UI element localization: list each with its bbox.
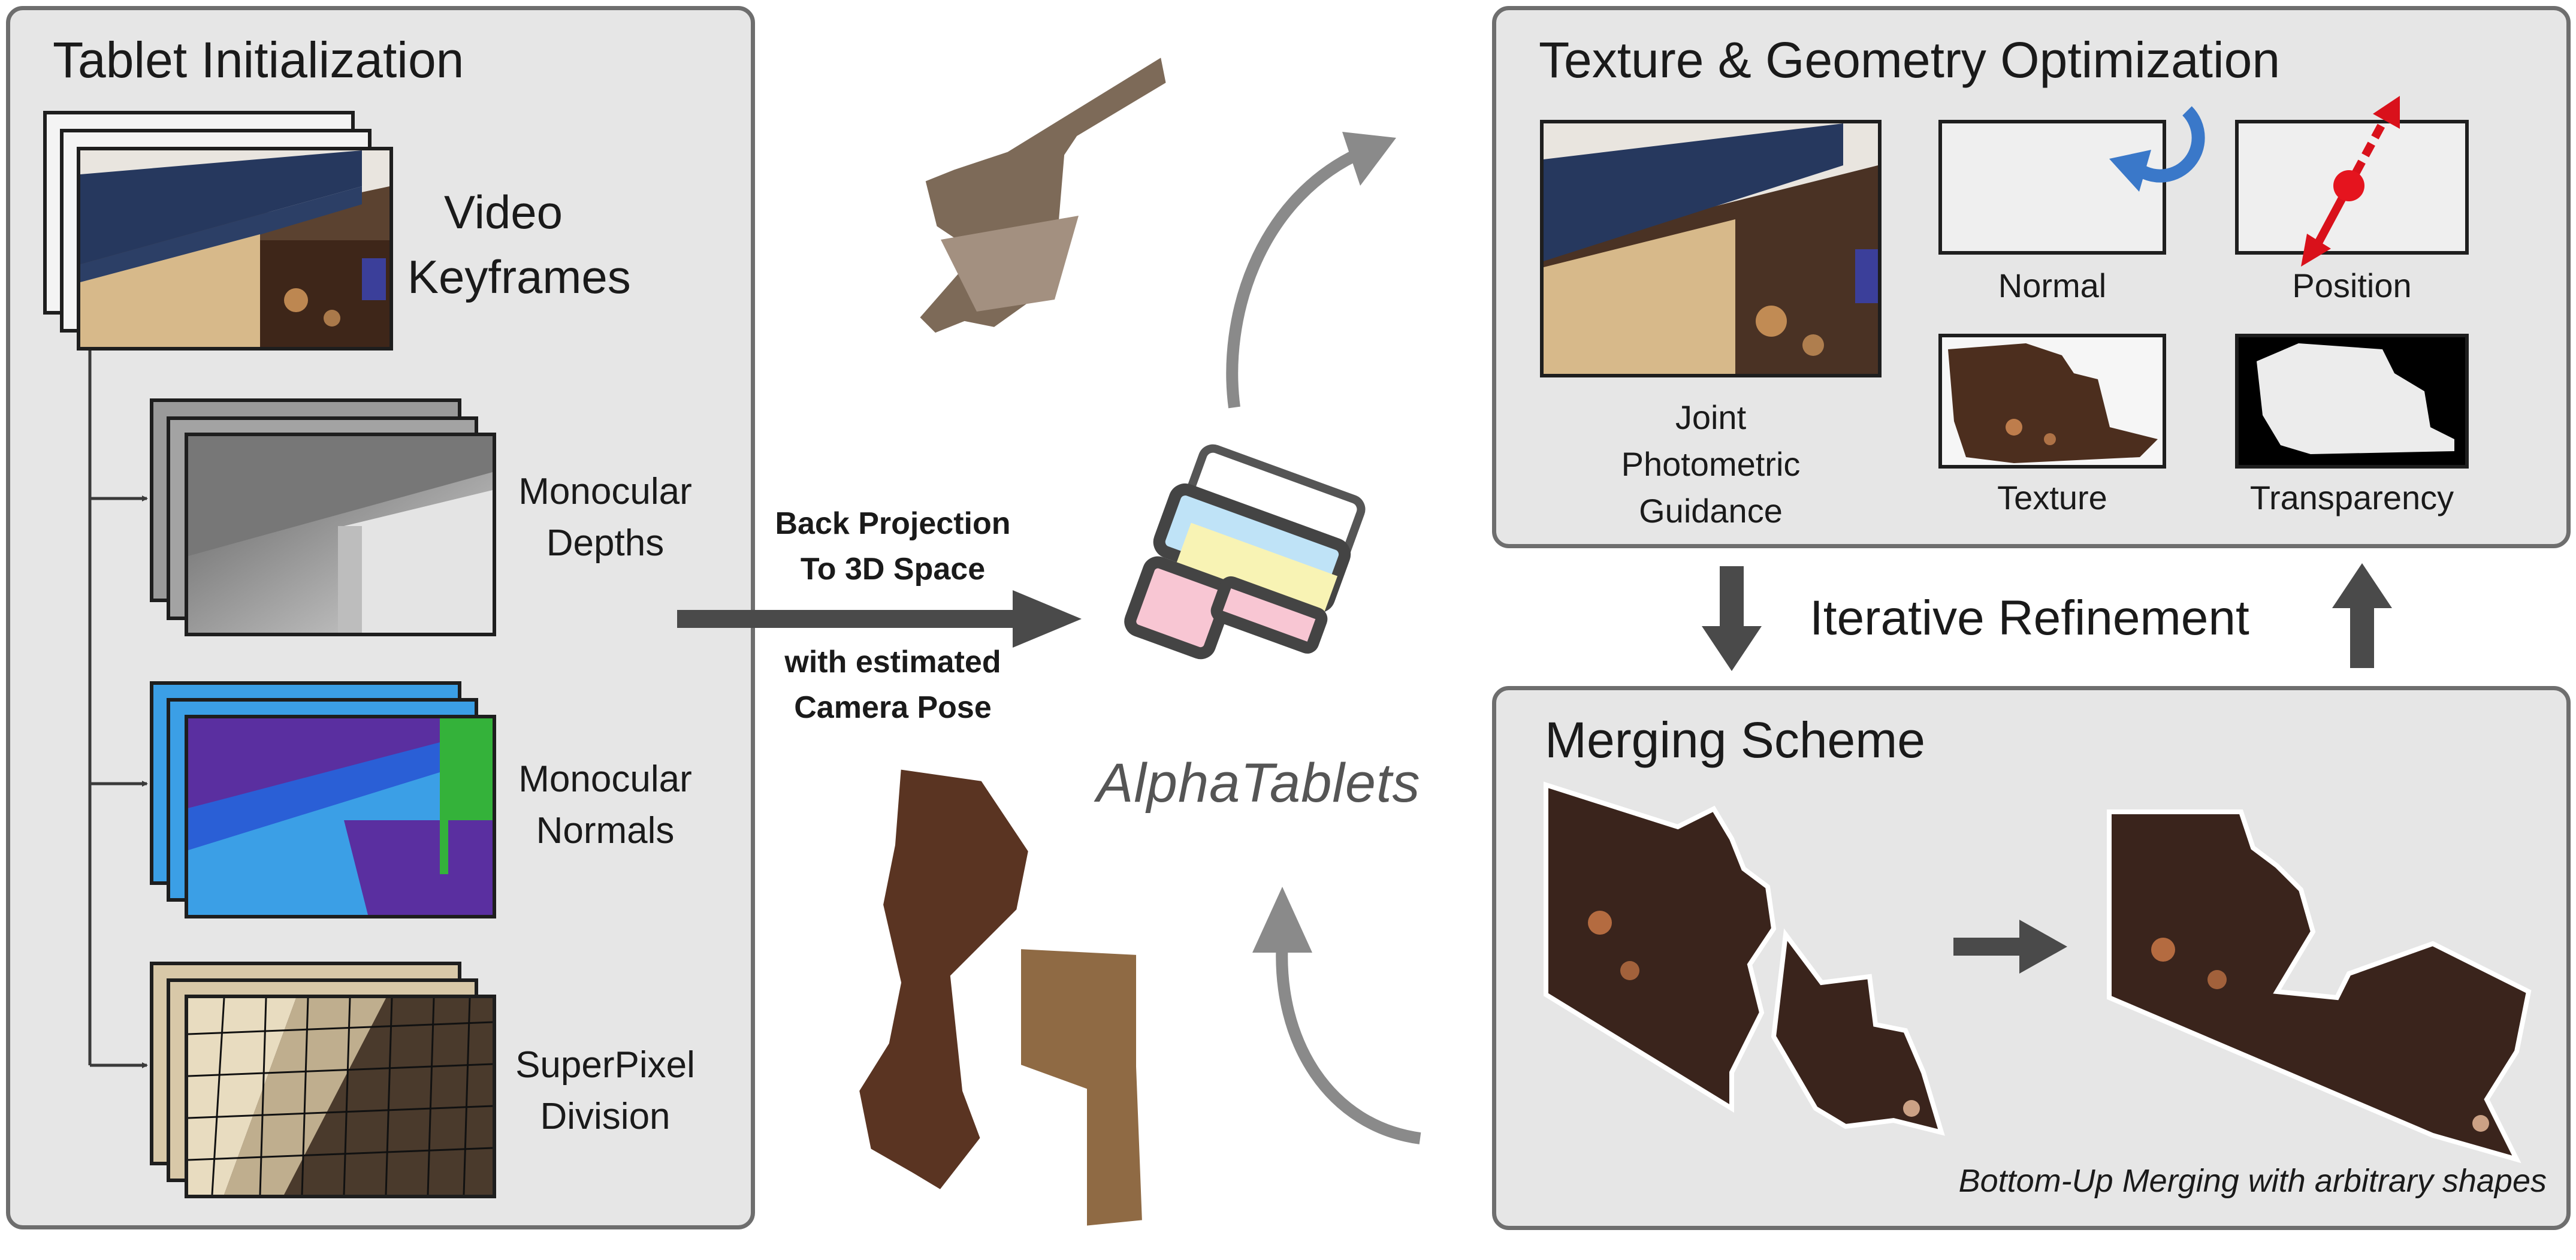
position-arrow-icon — [2301, 96, 2400, 267]
joint-guidance-image — [1540, 120, 1882, 377]
normal-box — [1938, 120, 2166, 255]
transparency-box — [2235, 334, 2469, 469]
normal-map-image — [185, 715, 496, 918]
video-keyframes-label: Video Keyframes — [407, 186, 631, 303]
normal-map — [188, 718, 493, 915]
depth-map — [188, 436, 493, 633]
depth-map-image — [185, 433, 496, 636]
normal-label: Normal — [1998, 267, 2107, 304]
merging-scheme-title: Merging Scheme — [1545, 712, 1925, 768]
texture-label: Texture — [1997, 479, 2107, 516]
alphatablets-logo-icon — [1124, 444, 1366, 660]
texture-geometry-title: Texture & Geometry Optimization — [1539, 32, 2281, 88]
back-projection-label: Back Projection To 3D Space — [775, 506, 1011, 587]
transparency-mask — [2257, 343, 2454, 454]
bedroom-photo — [80, 150, 389, 347]
alphatablets-logo-text: AlphaTablets — [1097, 753, 1421, 814]
texture-box — [1938, 334, 2166, 469]
transparency-label: Transparency — [2249, 479, 2454, 516]
back-projection-arrow — [677, 590, 1082, 648]
merging-caption: Bottom-Up Merging with arbitrary shapes — [1958, 1163, 2547, 1199]
joint-photometric-guidance-label: Joint Photometric Guidance — [1621, 398, 1801, 530]
camera-pose-label: with estimated Camera Pose — [784, 645, 1001, 725]
position-label: Position — [2292, 267, 2412, 304]
superpixel-image — [185, 995, 496, 1198]
tablet-fragment-wall — [913, 50, 1171, 339]
merge-arrow — [1953, 920, 2067, 974]
merge-after-fragment — [2107, 809, 2532, 1164]
curved-arrow-up — [1226, 132, 1396, 409]
refinement-arrow-down — [1702, 566, 1762, 671]
superpixel-division — [188, 998, 493, 1195]
bedroom-photo-large — [1544, 123, 1878, 374]
curved-arrow-bottom — [1252, 887, 1421, 1144]
video-keyframe-image — [77, 147, 393, 350]
tablet-fragment-floor — [854, 764, 1147, 1231]
iterative-refinement-label: Iterative Refinement — [1810, 591, 2249, 645]
merge-before-fragments — [1544, 781, 1945, 1136]
texture-patch — [1948, 343, 2158, 463]
refinement-arrow-up — [2332, 563, 2392, 668]
tablet-initialization-title: Tablet Initialization — [53, 32, 464, 88]
monocular-depths-label: Monocular Depths — [518, 471, 692, 564]
superpixel-division-label: SuperPixel Division — [515, 1044, 695, 1137]
monocular-normals-label: Monocular Normals — [518, 759, 692, 851]
rotate-icon — [2109, 106, 2205, 192]
